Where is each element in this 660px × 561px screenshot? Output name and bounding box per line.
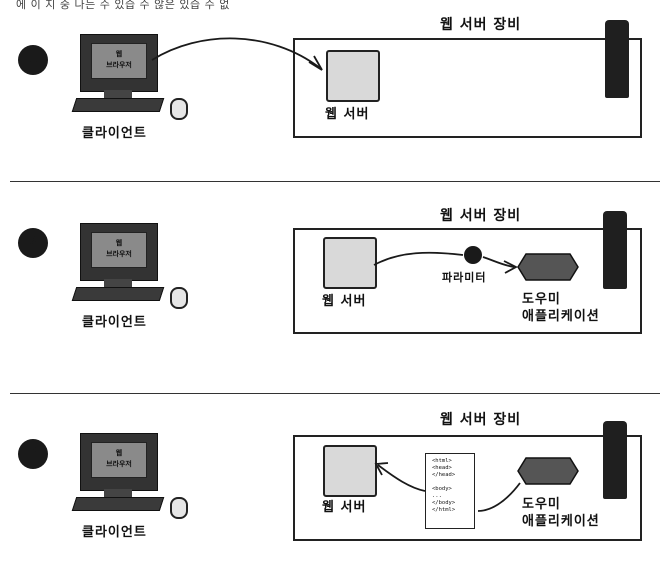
helper-label-line: 도우미 bbox=[522, 497, 561, 512]
helper-label-line: 도우미 bbox=[522, 292, 561, 307]
server-machine-icon bbox=[605, 20, 629, 98]
mouse-icon bbox=[170, 497, 188, 519]
web-server-label: 웹 서버 bbox=[322, 500, 367, 515]
panel-step-1: 1 웹 브라우저 클라이언트 웹 서버 장비 웹 서버 bbox=[0, 0, 660, 180]
response-arrow bbox=[374, 462, 521, 512]
parameter-arrow bbox=[373, 251, 518, 274]
hardware-label: 웹 서버 장비 bbox=[440, 208, 522, 224]
server-hardware-frame bbox=[293, 228, 642, 334]
helper-label-line: 애플리케이션 bbox=[522, 309, 600, 324]
client-label: 클라이언트 bbox=[82, 126, 147, 141]
browser-screen: 웹 브라우저 bbox=[91, 43, 147, 79]
web-server-box bbox=[326, 50, 380, 102]
helper-app-icon bbox=[517, 253, 579, 281]
mouse-icon bbox=[170, 98, 188, 120]
parameter-label: 파라미터 bbox=[442, 271, 487, 284]
html-document: <html> <head> </head> <body> ... </body>… bbox=[425, 453, 475, 529]
panel-step-3: 3 웹 브라우저 클라이언트 웹 서버 장비 웹 서버 <html> <head… bbox=[0, 393, 660, 561]
web-server-box bbox=[323, 445, 377, 497]
browser-screen: 웹 브라우저 bbox=[91, 232, 147, 268]
hardware-label: 웹 서버 장비 bbox=[440, 412, 522, 428]
client-label: 클라이언트 bbox=[82, 315, 147, 330]
step-number: 1 bbox=[28, 52, 38, 67]
top-caption: 에 이 지 중 나는 수 있습 수 않은 있습 수 없 bbox=[16, 0, 230, 11]
monitor-stand bbox=[104, 90, 132, 98]
monitor-stand bbox=[104, 489, 132, 497]
helper-label-line: 애플리케이션 bbox=[522, 514, 600, 529]
screen-text: 브라우저 bbox=[106, 460, 132, 468]
client-computer: 웹 브라우저 클라이언트 bbox=[71, 34, 200, 144]
section-divider bbox=[10, 181, 660, 182]
server-hardware-frame bbox=[293, 38, 642, 138]
screen-text: 웹 bbox=[115, 449, 123, 457]
client-label: 클라이언트 bbox=[82, 525, 147, 540]
helper-app-label: 도우미 애플리케이션 bbox=[522, 291, 600, 325]
step-number: 2 bbox=[28, 235, 38, 250]
request-arrow bbox=[151, 37, 323, 71]
step-marker: 2 bbox=[18, 228, 48, 258]
mouse-icon bbox=[170, 287, 188, 309]
client-computer: 웹 브라우저 클라이언트 bbox=[71, 433, 200, 543]
screen-text: 웹 bbox=[115, 239, 123, 247]
monitor-icon: 웹 브라우저 bbox=[80, 34, 158, 92]
web-server-label: 웹 서버 bbox=[322, 294, 367, 309]
web-server-label: 웹 서버 bbox=[325, 107, 370, 122]
step-marker: 1 bbox=[18, 45, 48, 75]
browser-screen: 웹 브라우저 bbox=[91, 442, 147, 478]
section-divider bbox=[10, 393, 660, 394]
parameter-dot-icon bbox=[464, 246, 482, 264]
hardware-label: 웹 서버 장비 bbox=[440, 17, 522, 33]
monitor-stand bbox=[104, 279, 132, 287]
server-machine-icon bbox=[603, 421, 627, 499]
client-computer: 웹 브라우저 클라이언트 bbox=[71, 223, 200, 333]
step-number: 3 bbox=[28, 446, 38, 461]
server-machine-icon bbox=[603, 211, 627, 289]
helper-app-label: 도우미 애플리케이션 bbox=[522, 496, 600, 530]
monitor-icon: 웹 브라우저 bbox=[80, 223, 158, 281]
step-marker: 3 bbox=[18, 439, 48, 469]
panel-step-2: 2 웹 브라우저 클라이언트 웹 서버 장비 웹 서버 파라미터 도우미 애플리… bbox=[0, 181, 660, 391]
screen-text: 브라우저 bbox=[106, 61, 132, 69]
server-hardware-frame bbox=[293, 435, 642, 541]
screen-text: 웹 bbox=[115, 50, 123, 58]
helper-app-icon bbox=[517, 457, 579, 485]
screen-text: 브라우저 bbox=[106, 250, 132, 258]
